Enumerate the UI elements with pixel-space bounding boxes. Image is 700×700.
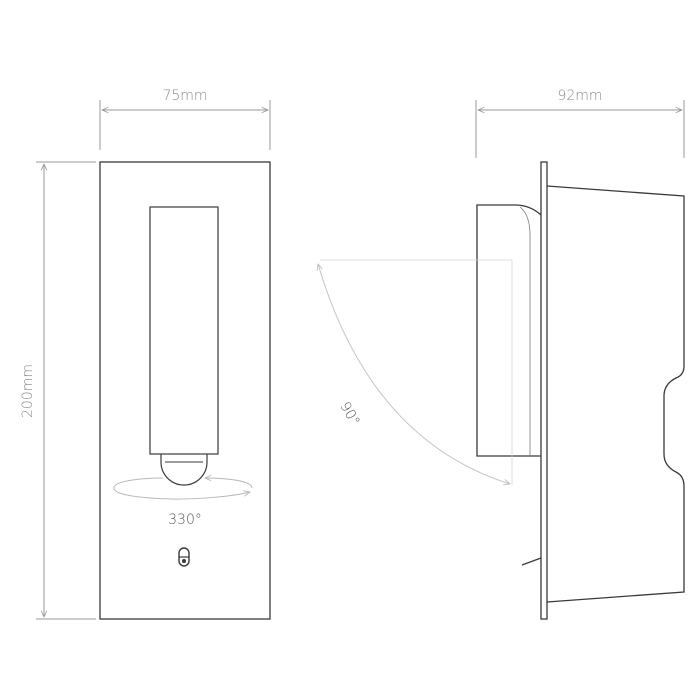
depth-dimension: 92mm [475,88,685,158]
tilt-indicator: 90° [318,259,513,485]
tilt-arc [318,264,510,484]
width-dimension: 75mm [99,88,271,150]
rotation-indicator: 330° [113,478,253,528]
side-view: 92mm 90° [318,88,685,620]
faceplate [99,161,271,620]
height-label: 200mm [20,364,36,418]
switch-icon [178,547,190,567]
tilt-label: 90° [336,399,362,429]
width-label: 75mm [162,88,207,104]
front-view: 75mm 200mm 330° [20,88,271,620]
reading-arm [149,206,219,455]
reading-arm-shade [519,206,531,456]
lamp-head [160,454,208,486]
faceplate-edge [540,161,548,620]
depth-label: 92mm [557,88,602,104]
height-dimension: 200mm [20,161,96,620]
wall-box [546,185,685,603]
reading-arm-profile [476,204,542,457]
rotation-label: 330° [168,512,202,528]
switch-lever [521,557,542,566]
